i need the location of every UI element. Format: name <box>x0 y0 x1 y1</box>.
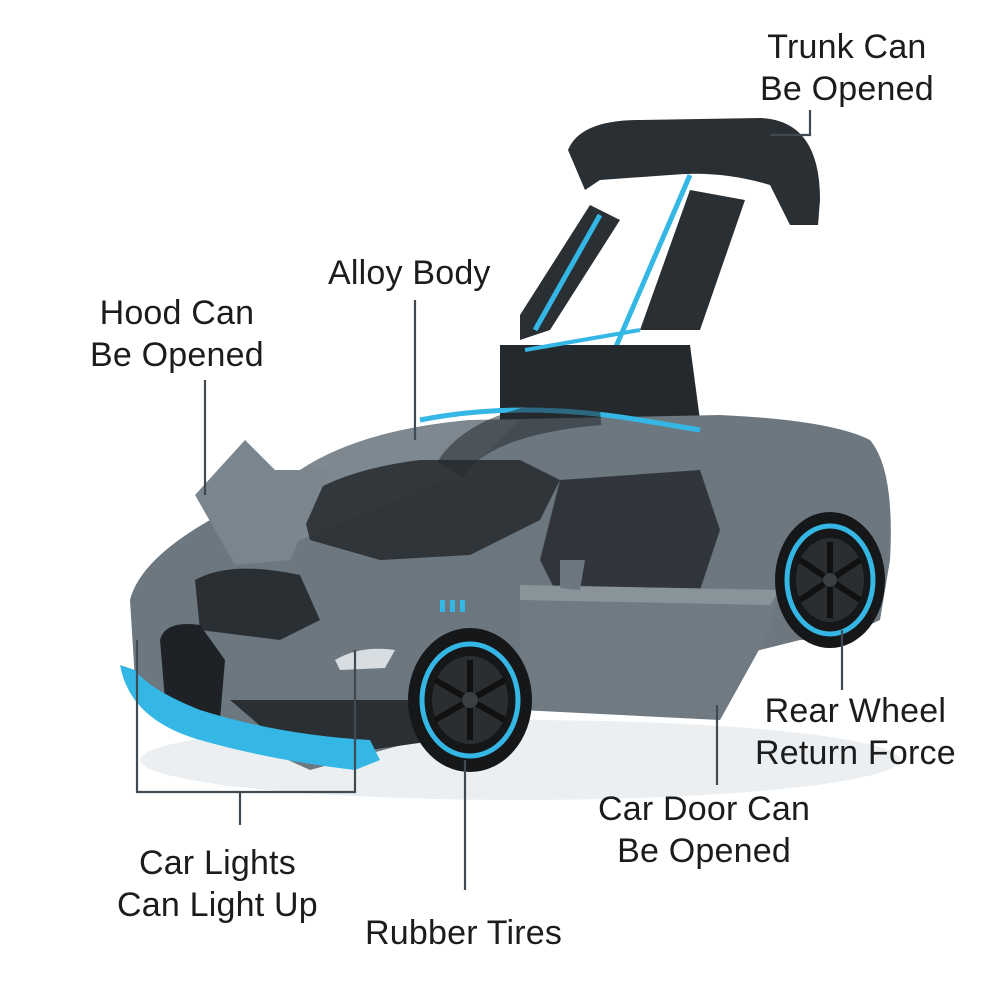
label-trunk: Trunk Can Be Opened <box>760 26 934 110</box>
label-car-lights-line2: Can Light Up <box>117 886 318 924</box>
label-rubber-tires: Rubber Tires <box>365 912 562 954</box>
label-alloy-body: Alloy Body <box>328 252 491 294</box>
label-car-door-line1: Car Door Can <box>598 790 811 828</box>
label-rear-wheel-line1: Rear Wheel <box>764 692 947 730</box>
car-body <box>120 395 891 770</box>
open-trunk-wing <box>500 118 820 435</box>
label-rear-wheel-line2: Return Force <box>755 734 956 772</box>
label-hood-line1: Hood Can <box>99 294 255 332</box>
label-car-door: Car Door Can Be Opened <box>598 788 810 872</box>
label-hood-line2: Be Opened <box>90 336 264 374</box>
callout-lines <box>135 110 844 890</box>
label-alloy-body-text: Alloy Body <box>328 254 491 292</box>
label-rubber-tires-text: Rubber Tires <box>365 914 563 952</box>
front-wheel <box>408 628 532 772</box>
label-car-door-line2: Be Opened <box>617 832 791 870</box>
label-hood: Hood Can Be Opened <box>90 292 264 376</box>
label-trunk-line2: Be Opened <box>760 70 934 108</box>
label-car-lights-line1: Car Lights <box>138 844 296 882</box>
label-car-lights: Car Lights Can Light Up <box>117 842 318 926</box>
label-rear-wheel: Rear Wheel Return Force <box>755 690 956 774</box>
label-trunk-line1: Trunk Can <box>767 28 927 66</box>
rear-wheel <box>775 512 885 648</box>
